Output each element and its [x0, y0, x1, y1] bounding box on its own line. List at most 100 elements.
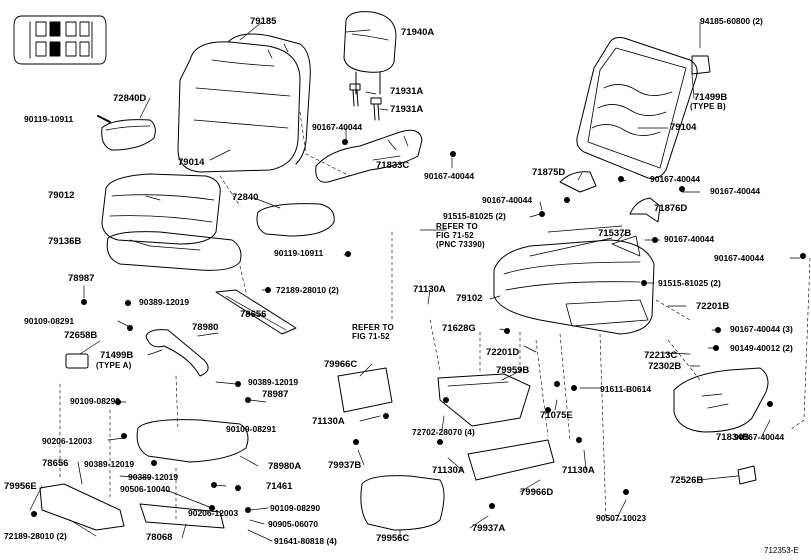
part-label-90119-10911-top[interactable]: 90119-10911	[24, 114, 74, 124]
part-label-78987-1[interactable]: 78987	[68, 273, 95, 284]
part-label-90167-40044-1[interactable]: 90167-40044	[312, 122, 363, 132]
part-label-90389-12019-1[interactable]: 90389-12019	[139, 297, 190, 307]
bracket-71876D	[629, 197, 661, 223]
cover-79956C	[360, 475, 445, 531]
part-label-71940A[interactable]: 71940A	[401, 27, 435, 38]
part-label-71075E[interactable]: 71075E	[540, 410, 573, 421]
part-label-72840D[interactable]: 72840D	[113, 93, 147, 104]
part-label-90506-10040[interactable]: 90506-10040	[120, 484, 171, 494]
part-label-79104[interactable]: 79104	[670, 122, 697, 133]
part-label-79014[interactable]: 79014	[178, 157, 205, 168]
fastener-icons	[31, 139, 806, 517]
part-label-71130A-2[interactable]: 71130A	[312, 416, 345, 427]
part-label-71499B-typeB[interactable]: 71499B	[694, 92, 728, 103]
part-label-72201B[interactable]: 72201B	[696, 301, 730, 312]
part-label-90109-08290-2[interactable]: 90109-08290	[270, 503, 321, 513]
part-label-90109-08290-1[interactable]: 90109-08290	[70, 396, 121, 406]
part-label-71461[interactable]: 71461	[266, 481, 293, 492]
part-label-90167-40044-4[interactable]: 90167-40044	[710, 186, 761, 196]
part-label-90389-12019-3[interactable]: 90389-12019	[84, 459, 135, 469]
part-label-90109-08291-2[interactable]: 90109-08291	[226, 424, 277, 434]
bolt-icon	[97, 115, 111, 123]
part-label-71130A-4[interactable]: 71130A	[562, 465, 595, 476]
part-label-71537B[interactable]: 71537B	[598, 228, 632, 239]
part-label-94185-60800[interactable]: 94185-60800 (2)	[700, 16, 763, 26]
part-label-78656-lower[interactable]: 78656	[42, 458, 69, 469]
part-label-90167-40044-2[interactable]: 90167-40044	[424, 171, 475, 181]
part-label-90167-40044-8[interactable]: 90167-40044 (3)	[730, 324, 793, 334]
armrest-72840D	[101, 119, 156, 151]
cover-72658B	[65, 353, 89, 369]
part-label-72201D[interactable]: 72201D	[486, 347, 520, 358]
part-label-72526B[interactable]: 72526B	[670, 475, 704, 486]
seat-cushion-79012	[101, 173, 221, 245]
part-label-72302B[interactable]: 72302B	[648, 361, 682, 372]
refer-note-2-line2: FIG 71-52	[352, 332, 390, 341]
headrest-71940A	[343, 11, 397, 95]
part-label-79136B[interactable]: 79136B	[48, 236, 82, 247]
part-label-71499B-typeA[interactable]: 71499B	[100, 350, 134, 361]
part-label-72213C[interactable]: 72213C	[644, 350, 678, 361]
part-label-90389-12019-2[interactable]: 90389-12019	[248, 377, 299, 387]
part-label-78980[interactable]: 78980	[192, 322, 219, 333]
part-label-79937B[interactable]: 79937B	[328, 460, 362, 471]
part-label-71931A-1[interactable]: 71931A	[390, 86, 424, 97]
refer-note-1-line3: (PNC 73390)	[436, 240, 485, 249]
part-label-90167-40044-3[interactable]: 90167-40044	[650, 174, 701, 184]
part-label-90119-10911-mid[interactable]: 90119-10911	[274, 248, 324, 258]
part-label-79937A[interactable]: 79937A	[472, 523, 506, 534]
part-label-72658B[interactable]: 72658B	[64, 330, 98, 341]
dashed-assembly-lines	[59, 111, 811, 521]
part-label-79956E[interactable]: 79956E	[4, 481, 37, 492]
part-label-90149-40012[interactable]: 90149-40012 (2)	[730, 343, 793, 353]
part-label-78987-2[interactable]: 78987	[262, 389, 289, 400]
part-label-72840[interactable]: 72840	[232, 192, 259, 203]
lumbar-71499B-typeB	[691, 55, 711, 75]
part-label-90905-06070[interactable]: 90905-06070	[268, 519, 319, 529]
part-label-72189-28010-1[interactable]: 72189-28010 (2)	[276, 285, 339, 295]
cover-79966C	[337, 367, 393, 413]
part-label-90206-12003-1[interactable]: 90206-12003	[42, 436, 93, 446]
part-label-72189-28010-2[interactable]: 72189-28010 (2)	[4, 531, 67, 541]
part-label-90389-12019-4[interactable]: 90389-12019	[128, 472, 179, 482]
part-label-90167-40044-5[interactable]: 90167-40044	[482, 195, 533, 205]
undercover-78980A	[136, 419, 249, 463]
part-label-79959B[interactable]: 79959B	[496, 365, 530, 376]
part-label-78656-upper[interactable]: 78656	[240, 309, 267, 320]
part-label-79966D[interactable]: 79966D	[520, 487, 554, 498]
part-label-71130A-1[interactable]: 71130A	[413, 284, 446, 295]
part-label-71875D[interactable]: 71875D	[532, 167, 566, 178]
part-label-71130A-3[interactable]: 71130A	[432, 465, 465, 476]
part-label-71628G[interactable]: 71628G	[442, 323, 476, 334]
part-label-91515-81025-2[interactable]: 91515-81025 (2)	[658, 278, 721, 288]
part-label-90167-40044-7[interactable]: 90167-40044	[714, 253, 765, 263]
part-label-78068[interactable]: 78068	[146, 532, 173, 543]
part-label-90206-12003-2[interactable]: 90206-12003	[188, 508, 239, 518]
part-label-79012[interactable]: 79012	[48, 190, 75, 201]
part-label-91641-80818[interactable]: 91641-80818 (4)	[274, 536, 337, 546]
part-label-91611-B0614[interactable]: 91611-B0614	[600, 384, 652, 394]
leader-lines	[29, 21, 801, 542]
part-label-78980A[interactable]: 78980A	[268, 461, 302, 472]
refer-note-2-line1: REFER TO	[352, 323, 394, 332]
part-label-79185[interactable]: 79185	[250, 16, 277, 27]
part-label-72702-28070[interactable]: 72702-28070 (4)	[412, 427, 475, 437]
part-label-79956C[interactable]: 79956C	[376, 533, 410, 544]
armrest-72840	[256, 203, 335, 237]
seatback-cover-79014	[177, 33, 311, 173]
part-label-90167-40044-9[interactable]: 90167-40044	[734, 432, 785, 442]
part-label-90167-40044-6[interactable]: 90167-40044	[664, 234, 715, 244]
part-label-71931A-2[interactable]: 71931A	[390, 104, 424, 115]
cover-79966D	[467, 439, 555, 481]
part-label-71876D[interactable]: 71876D	[654, 203, 688, 214]
part-label-90109-08291-1[interactable]: 90109-08291	[24, 316, 75, 326]
seatback-frame-79104	[576, 37, 698, 179]
bracket-71875D	[559, 171, 597, 193]
part-label-71833C[interactable]: 71833C	[376, 160, 410, 171]
part-label-79966C[interactable]: 79966C	[324, 359, 358, 370]
part-label-71834B[interactable]: 71834B	[716, 432, 750, 443]
bracket-78068	[139, 503, 225, 529]
part-label-91515-81025-1[interactable]: 91515-81025 (2)	[443, 211, 506, 221]
part-label-79102[interactable]: 79102	[456, 293, 483, 304]
part-label-90507-10023[interactable]: 90507-10023	[596, 513, 647, 523]
